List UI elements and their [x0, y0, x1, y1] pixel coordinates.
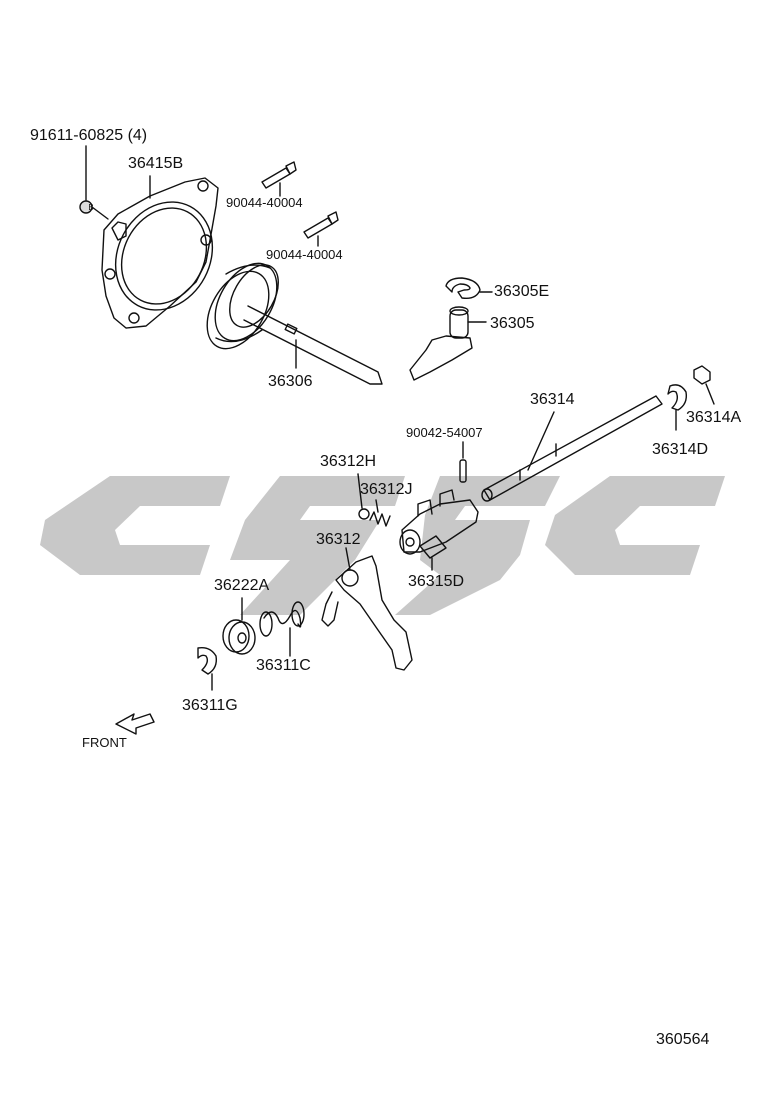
label-90042: 90042-54007: [406, 425, 483, 440]
clip-36305E-icon: [445, 277, 493, 300]
shaft-36314-icon: [481, 395, 663, 502]
shift-block-icon: [399, 489, 479, 555]
nut-36314A-icon: [693, 365, 715, 405]
label-36305E: 36305E: [494, 283, 550, 300]
washer-36222A-icon: [222, 597, 256, 655]
flange-36415B-icon: [101, 175, 219, 329]
front-arrow-icon: [115, 713, 155, 735]
label-36312: 36312: [316, 531, 361, 548]
ball-36312H-icon: [357, 473, 370, 520]
bolt-91611-icon: [79, 145, 109, 220]
spring-36312J-icon: [369, 499, 391, 527]
watermark-logo: [40, 476, 725, 615]
lever-36305-icon: [409, 306, 487, 381]
label-36312J: 36312J: [360, 481, 413, 498]
label-36311G: 36311G: [182, 697, 238, 714]
pin-90042-icon: [459, 441, 467, 483]
label-36315D: 36315D: [408, 573, 465, 590]
diagram-id: 360564: [656, 1031, 710, 1048]
label-36312H: 36312H: [320, 453, 377, 470]
drum-shaft-36306-icon: [206, 262, 383, 385]
label-36314A: 36314A: [686, 409, 742, 426]
clip-36311G-icon: [197, 646, 218, 691]
label-36306: 36306: [268, 373, 313, 390]
label-91611: 91611-60825 (4): [30, 127, 148, 144]
clip-36314D-icon: [667, 384, 688, 431]
label-36305: 36305: [490, 315, 535, 332]
label-front: FRONT: [82, 735, 127, 750]
bolt-marker-label: B: [88, 203, 93, 212]
label-36314: 36314: [530, 391, 575, 408]
label-36415B: 36415B: [128, 155, 184, 172]
label-36314D: 36314D: [652, 441, 709, 458]
label-36222A: 36222A: [214, 577, 270, 594]
label-90044-bottom: 90044-40004: [266, 247, 343, 262]
label-90044-top: 90044-40004: [226, 195, 303, 210]
fork-36312-icon: [321, 547, 413, 671]
label-36311C: 36311C: [256, 657, 311, 674]
bolt-90044-top-icon: [261, 161, 297, 197]
bolt-90044-bottom-icon: [303, 211, 339, 247]
spring-36311C-icon: [259, 601, 305, 657]
roller-36315D-icon: [419, 535, 447, 571]
